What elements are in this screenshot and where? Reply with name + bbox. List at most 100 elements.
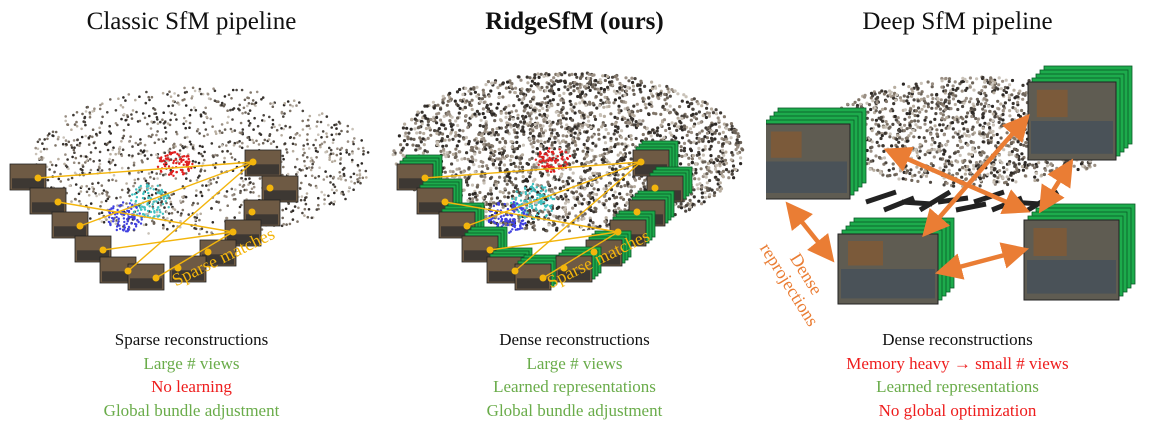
cloud-point <box>137 209 139 211</box>
cloud-point <box>502 206 505 209</box>
cloud-point <box>571 179 574 182</box>
cloud-point <box>509 115 512 118</box>
cloud-point <box>552 198 554 200</box>
cloud-point <box>553 136 556 139</box>
cloud-point <box>714 123 717 126</box>
cloud-point <box>448 119 451 122</box>
cloud-point <box>546 114 549 117</box>
cloud-point <box>172 100 175 103</box>
cloud-point <box>236 141 239 144</box>
cloud-point <box>638 119 641 122</box>
cloud-point <box>253 117 256 120</box>
cloud-point <box>356 174 359 177</box>
cloud-point <box>892 102 895 105</box>
cloud-point <box>680 145 683 148</box>
cloud-point <box>510 163 513 166</box>
cloud-point <box>293 99 296 102</box>
cloud-point <box>475 86 478 89</box>
cloud-point <box>603 115 606 118</box>
cloud-point <box>508 112 511 115</box>
cloud-point <box>259 177 262 180</box>
cloud-point <box>528 192 530 194</box>
cloud-point <box>718 162 721 165</box>
cloud-point <box>563 80 566 83</box>
cloud-point <box>535 159 537 161</box>
caption-1: Dense reconstructions <box>383 328 766 352</box>
cloud-point <box>697 200 700 203</box>
cloud-point <box>54 144 57 147</box>
cloud-point <box>634 179 637 182</box>
cloud-point <box>639 123 642 126</box>
cloud-point <box>142 151 145 154</box>
cloud-point <box>472 163 475 166</box>
cloud-point <box>64 120 67 123</box>
cloud-point <box>167 195 169 197</box>
cloud-point <box>159 184 162 187</box>
cloud-point <box>180 169 182 171</box>
cloud-point <box>123 129 126 132</box>
cloud-point <box>480 119 483 122</box>
cloud-point <box>246 136 249 139</box>
cloud-point <box>442 148 445 151</box>
cloud-point <box>594 118 597 121</box>
cloud-point <box>184 127 187 130</box>
cloud-point <box>139 120 142 123</box>
cloud-point <box>98 127 101 130</box>
cloud-point <box>703 135 706 138</box>
cloud-point <box>353 137 356 140</box>
panel-title: Deep SfM pipeline <box>766 8 1149 36</box>
cloud-point <box>116 209 118 211</box>
cloud-point <box>531 145 534 148</box>
cloud-point <box>84 116 87 119</box>
cloud-point <box>198 132 201 135</box>
cloud-point <box>614 211 617 214</box>
cloud-point <box>530 190 532 192</box>
cloud-point <box>547 198 549 200</box>
cloud-point <box>91 136 94 139</box>
cloud-point <box>641 119 644 122</box>
cloud-point <box>929 181 932 184</box>
cloud-point <box>210 118 213 121</box>
cloud-point <box>617 105 620 108</box>
cloud-point <box>574 73 577 76</box>
cloud-point <box>501 203 504 206</box>
cloud-point <box>352 141 355 144</box>
cloud-point <box>559 79 562 82</box>
cloud-point <box>525 227 528 230</box>
cloud-point <box>458 129 461 132</box>
cloud-point <box>608 197 611 200</box>
cloud-point <box>691 161 694 164</box>
cloud-point <box>323 194 326 197</box>
cloud-point <box>306 167 309 170</box>
cloud-point <box>618 82 621 85</box>
cloud-point <box>687 157 690 160</box>
cloud-point <box>549 128 552 131</box>
cloud-point <box>200 93 203 96</box>
cloud-point <box>680 206 683 209</box>
cloud-point <box>326 136 329 139</box>
cloud-point <box>309 127 312 130</box>
cloud-point <box>701 129 704 132</box>
cloud-point <box>402 147 405 150</box>
cloud-point <box>600 87 603 90</box>
cloud-point <box>201 195 204 198</box>
cloud-point <box>144 144 147 147</box>
cloud-point <box>532 209 535 212</box>
cloud-point <box>513 201 515 203</box>
cloud-point <box>49 161 52 164</box>
cloud-point <box>556 73 559 76</box>
cloud-point <box>972 167 975 170</box>
cloud-point <box>521 153 524 156</box>
cloud-point <box>631 113 634 116</box>
cloud-point <box>595 95 598 98</box>
cloud-point <box>731 169 734 172</box>
cloud-point <box>285 148 288 151</box>
cloud-point <box>468 166 471 169</box>
cloud-point <box>346 130 349 133</box>
cloud-point <box>89 116 92 119</box>
cloud-point <box>607 132 610 135</box>
cloud-point <box>515 199 517 201</box>
cloud-point <box>605 216 608 219</box>
cloud-point <box>954 103 957 106</box>
cloud-point <box>715 158 718 161</box>
